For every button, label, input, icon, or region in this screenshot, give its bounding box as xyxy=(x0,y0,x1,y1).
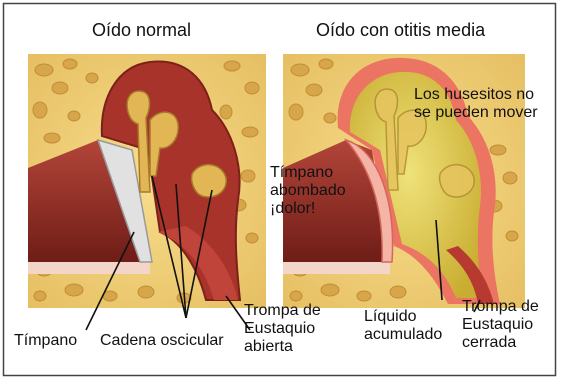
title-otitis-ear: Oído con otitis media xyxy=(316,20,485,40)
title-normal-ear: Oído normal xyxy=(92,20,191,40)
label-trompa-cerrada: Trompa de Eustaquio cerrada xyxy=(462,298,539,352)
canal-skin xyxy=(28,262,150,274)
label-cadena-oscicular: Cadena oscicular xyxy=(100,332,224,350)
normal-ear-panel xyxy=(28,54,266,308)
label-trompa-abierta: Trompa de Eustaquio abierta xyxy=(244,302,321,356)
canal-skin-otitis xyxy=(283,262,390,274)
label-timpano: Tímpano xyxy=(14,332,77,350)
label-timpano-abombado: Tímpano abombado ¡dolor! xyxy=(270,164,346,218)
label-liquido-acumulado: Líquido acumulado xyxy=(364,308,442,344)
label-husesitos: Los husesitos no se pueden mover xyxy=(414,86,538,122)
